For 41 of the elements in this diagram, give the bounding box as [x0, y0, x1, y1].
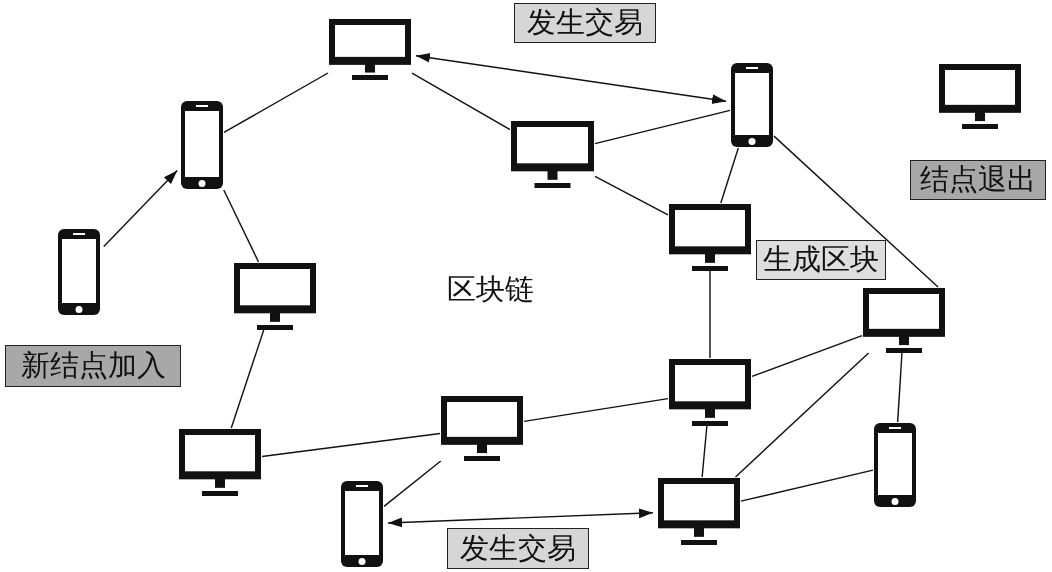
connector-line — [594, 109, 731, 145]
tag-label: 结点退出 — [910, 160, 1046, 200]
phone-icon — [180, 100, 224, 190]
arrow — [387, 508, 654, 528]
monitor-icon — [510, 120, 595, 188]
monitor-icon — [668, 203, 752, 271]
monitor-icon — [440, 395, 524, 461]
monitor-icon — [233, 262, 317, 330]
arrow — [103, 169, 178, 248]
monitor-icon — [178, 428, 262, 496]
connector-line — [734, 352, 870, 478]
monitor-icon — [938, 63, 1022, 129]
arrow — [415, 52, 727, 104]
tag-label: 发生交易 — [514, 3, 656, 43]
connector-line — [594, 175, 669, 216]
connector-line — [223, 72, 329, 134]
tag-label: 发生交易 — [447, 528, 589, 569]
monitor-icon — [657, 477, 741, 545]
connector-line — [230, 329, 265, 429]
connector-line — [709, 270, 711, 359]
monitor-icon — [862, 287, 946, 353]
connector-line — [261, 432, 441, 458]
connector-line — [773, 135, 939, 288]
tag-label: 新结点加入 — [5, 345, 181, 387]
connector-line — [223, 189, 260, 263]
phone-icon — [730, 62, 774, 148]
connector-line — [740, 469, 874, 502]
phone-icon — [57, 228, 101, 316]
phone-icon — [873, 422, 917, 508]
connector-line — [523, 397, 669, 423]
monitor-icon — [668, 358, 752, 426]
phone-icon — [340, 480, 384, 568]
connector-line — [720, 147, 740, 204]
network-label: 区块链 — [447, 271, 534, 308]
tag-label: 生成区块 — [756, 240, 886, 280]
connector-line — [383, 460, 442, 508]
connector-line — [411, 72, 511, 131]
connector-line — [701, 425, 708, 478]
connector-line — [896, 352, 903, 423]
monitor-icon — [328, 18, 412, 80]
connector-line — [751, 334, 863, 378]
